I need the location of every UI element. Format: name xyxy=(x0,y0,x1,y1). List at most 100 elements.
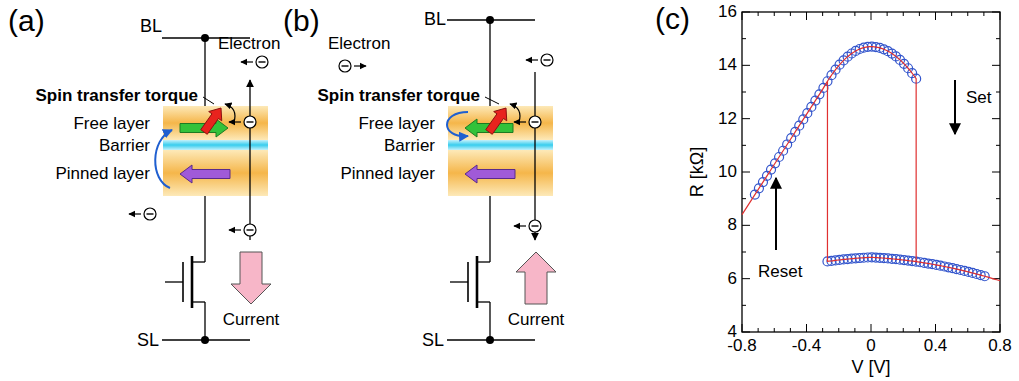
y-tick xyxy=(996,252,1000,253)
spin-arrow xyxy=(514,121,526,122)
leader-line xyxy=(485,97,499,104)
x-tick xyxy=(758,12,759,16)
x-tick xyxy=(919,328,920,332)
y-tick xyxy=(992,12,1000,13)
callout-label: Spin transfer torque xyxy=(34,86,200,106)
layer-name: Pinned layer xyxy=(340,164,435,184)
panel-letter: (a) xyxy=(8,4,45,39)
spin-arrow xyxy=(241,61,253,62)
x-tick xyxy=(758,328,759,332)
electron-symbol xyxy=(541,54,553,66)
y-tick xyxy=(742,305,746,306)
tick-label: 0 xyxy=(866,336,875,356)
tick-label: 8 xyxy=(728,215,737,235)
x-tick xyxy=(871,12,872,20)
spin-arrow xyxy=(354,65,366,66)
wire xyxy=(477,261,490,262)
axis-title: R [kΩ] xyxy=(687,147,708,197)
spin-arrow xyxy=(229,121,241,122)
electron-minus xyxy=(342,65,349,66)
y-tick xyxy=(742,278,750,279)
x-tick xyxy=(935,324,936,332)
electron-symbol xyxy=(529,116,541,128)
barrier-layer xyxy=(163,140,268,150)
y-tick xyxy=(992,225,1000,226)
spin-arrow xyxy=(526,59,538,60)
x-tick xyxy=(854,328,855,332)
x-tick xyxy=(806,324,807,332)
data-markers xyxy=(750,42,989,281)
tick-label: 6 xyxy=(728,269,737,289)
callout-label: Electron xyxy=(218,34,280,54)
y-tick xyxy=(742,172,750,173)
spin-arrow xyxy=(514,225,526,226)
leader-line xyxy=(203,97,214,104)
x-tick xyxy=(871,324,872,332)
x-tick xyxy=(854,12,855,16)
torque-magnet-arrow xyxy=(486,108,507,134)
layer-name: Pinned layer xyxy=(55,164,150,184)
wire xyxy=(204,38,205,106)
tick-label: 0.8 xyxy=(988,336,1012,356)
current-arrow xyxy=(516,252,556,304)
electron-symbol xyxy=(144,208,156,220)
line-name: BL xyxy=(140,16,162,37)
y-tick xyxy=(742,198,746,199)
x-tick xyxy=(822,328,823,332)
fit-curve xyxy=(827,81,1000,281)
x-tick xyxy=(935,12,936,20)
y-tick xyxy=(996,305,1000,306)
spin-arrow xyxy=(129,213,141,214)
current-label: Current xyxy=(223,310,280,330)
wire xyxy=(204,196,205,262)
axis-title: V [V] xyxy=(851,357,890,378)
electron-symbol xyxy=(244,224,256,236)
electron-minus xyxy=(247,229,254,230)
x-tick xyxy=(774,328,775,332)
transition-label: Reset xyxy=(758,262,802,282)
y-tick xyxy=(996,92,1000,93)
x-tick xyxy=(742,324,743,332)
y-tick xyxy=(742,252,746,253)
x-tick xyxy=(983,12,984,16)
electron-minus xyxy=(532,121,539,122)
pinned-magnet-arrow xyxy=(180,165,230,183)
electron-path xyxy=(534,72,535,240)
panel-a xyxy=(129,34,271,344)
torque-curl xyxy=(510,104,520,122)
tick-label: 16 xyxy=(718,2,737,22)
y-tick xyxy=(742,38,746,39)
pinned-layer xyxy=(448,150,553,196)
y-tick xyxy=(742,225,750,226)
x-tick xyxy=(903,328,904,332)
y-tick xyxy=(742,12,750,13)
electron-minus xyxy=(532,225,539,226)
wire xyxy=(204,302,205,340)
line-name: BL xyxy=(424,9,446,30)
transistor-channel xyxy=(476,256,479,308)
y-tick xyxy=(742,118,750,119)
pinned-layer xyxy=(163,150,268,196)
x-tick xyxy=(983,328,984,332)
x-tick xyxy=(838,328,839,332)
x-tick xyxy=(903,12,904,16)
gate-lead xyxy=(165,281,183,282)
panel-letter: (c) xyxy=(655,2,690,37)
wire xyxy=(477,301,490,302)
x-tick xyxy=(774,12,775,16)
x-tick xyxy=(919,12,920,16)
tick-label: 14 xyxy=(718,55,737,75)
electron-symbol xyxy=(244,116,256,128)
electron-symbol xyxy=(339,60,351,72)
transistor-channel xyxy=(191,256,194,308)
tick-label: -0.4 xyxy=(792,336,821,356)
x-tick xyxy=(1000,324,1001,332)
panel-letter: (b) xyxy=(283,4,320,39)
x-tick xyxy=(951,12,952,16)
electron-minus xyxy=(544,59,551,60)
panel-b xyxy=(339,16,556,344)
y-tick xyxy=(996,38,1000,39)
x-tick xyxy=(887,12,888,16)
x-tick xyxy=(806,12,807,20)
